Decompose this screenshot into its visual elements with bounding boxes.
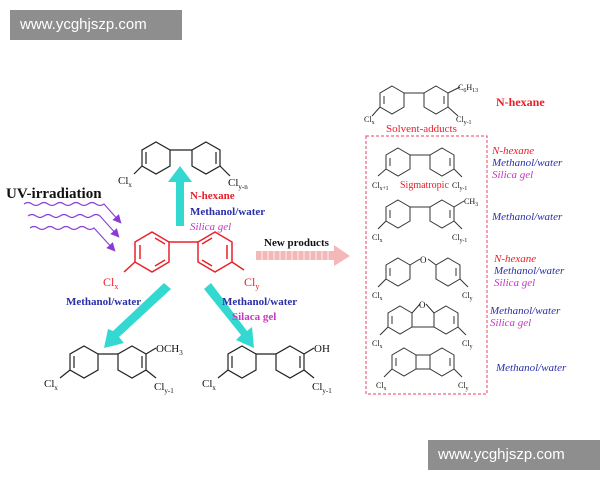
dibenzofuran-structure <box>379 303 467 336</box>
dibenzofuran-cond-silica: Silica gel <box>490 317 531 329</box>
reaction-arrows <box>104 166 254 348</box>
dibenzofuran-cl-right: Cly <box>462 339 473 350</box>
right-cl-right: Cly-1 <box>312 381 332 395</box>
top-cond-hexane: N-hexane <box>190 190 235 202</box>
methyl-structure <box>377 199 465 230</box>
sigmatropic-cond-methanol: Methanol/water <box>491 157 563 169</box>
sigmatropic-cl-right: Cly-1 <box>452 181 467 192</box>
ether-atom: O <box>420 255 427 265</box>
left-condition: Methanol/water <box>66 296 141 308</box>
parent-biphenyl <box>123 231 245 273</box>
dibenzofuran-atom: O <box>419 300 426 310</box>
adduct-caption: Solvent-adducts <box>386 123 457 135</box>
dibenzofuran-cond-methanol: Methanol/water <box>489 305 561 317</box>
arrow-down-left <box>104 283 171 348</box>
new-products-arrow <box>256 245 350 266</box>
uv-ray-3 <box>29 225 116 252</box>
top-cond-methanol: Methanol/water <box>190 206 265 218</box>
uv-label: UV-irradiation <box>6 186 102 202</box>
ether-structure <box>377 257 469 288</box>
biphenylene-cl-right: Cly <box>458 381 469 392</box>
sigmatropic-cl-left: Clx+1 <box>372 181 389 192</box>
new-products-box <box>365 135 488 395</box>
sigmatropic-caption: Sigmatropic <box>400 180 449 191</box>
right-oh: OH <box>314 343 330 355</box>
parent-cl-left: Clx <box>103 275 118 291</box>
right-cond-silaca: Silaca gel <box>232 311 276 323</box>
biphenylene-cl-left: Clx <box>376 381 387 392</box>
uv-rays <box>23 201 122 252</box>
left-product-structure <box>59 345 157 379</box>
top-product-structure <box>133 141 231 177</box>
dibenzofuran-cl-left: Clx <box>372 339 383 350</box>
uv-ray-1 <box>23 201 122 224</box>
methyl-cond-methanol: Methanol/water <box>491 211 563 223</box>
methyl-cl-right: Cly-1 <box>452 233 467 244</box>
parent-cl-right: Cly <box>244 275 259 291</box>
arrow-down-right <box>204 283 254 348</box>
arrow-up <box>168 166 192 226</box>
uv-ray-2 <box>27 213 120 238</box>
left-och3: OCH3 <box>156 343 183 357</box>
watermark-top: www.ycghjszp.com <box>10 10 182 40</box>
parent-ring-right <box>197 231 233 273</box>
right-product-structure <box>217 345 315 379</box>
ether-cond-methanol: Methanol/water <box>493 265 565 277</box>
ether-cl-left: Clx <box>372 291 383 302</box>
adduct-cl-left: Clx <box>364 115 375 126</box>
adduct-group: C6H13 <box>458 83 478 94</box>
right-cond-methanol: Methanol/water <box>222 296 297 308</box>
methyl-cl-left: Clx <box>372 233 383 244</box>
biphenylene-cond-methanol: Methanol/water <box>495 362 567 374</box>
ether-cond-silica: Silica gel <box>494 277 535 289</box>
biphenylene-structure <box>383 347 463 378</box>
new-products-label: New products <box>264 237 330 249</box>
top-cond-silica: Silica gel <box>190 221 231 233</box>
left-cl-right: Cly-1 <box>154 381 174 395</box>
right-cl-left: Clx <box>202 378 216 392</box>
watermark-bottom: www.ycghjszp.com <box>428 440 600 470</box>
sigmatropic-structure <box>377 147 463 178</box>
left-cl-left: Clx <box>44 378 58 392</box>
adduct-condition: N-hexane <box>496 95 545 109</box>
adduct-cl-right: Cly-1 <box>456 115 472 126</box>
sigmatropic-cond-hexane: N-hexane <box>491 145 534 157</box>
top-cl-left: Clx <box>118 175 132 189</box>
ether-cl-right: Cly <box>462 291 473 302</box>
ether-cond-hexane: N-hexane <box>493 253 536 265</box>
sigmatropic-cond-silica: Silica gel <box>492 169 533 181</box>
adduct-structure <box>371 85 461 117</box>
methyl-group: CH3 <box>464 197 478 208</box>
top-cl-right: Cly-n <box>228 177 248 191</box>
